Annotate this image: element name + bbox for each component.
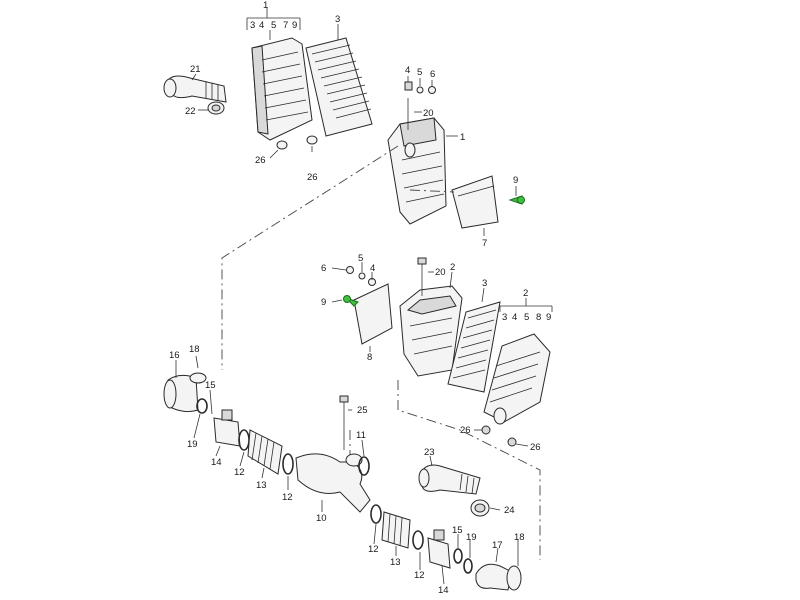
fasteners-middle <box>343 257 517 447</box>
callout-12-d: 12 <box>414 570 425 581</box>
bracket-8 <box>353 283 393 345</box>
callout-26-d: 26 <box>530 442 541 453</box>
callout-1-mid: 1 <box>460 132 465 143</box>
filter-housing-left-top <box>251 37 318 150</box>
callout-1-sub-1: 4 <box>259 20 264 31</box>
callout-3-top: 3 <box>335 14 340 25</box>
callout-10: 10 <box>316 513 327 524</box>
callout-4-mid: 4 <box>370 263 375 274</box>
callout-3-mid: 3 <box>482 278 487 289</box>
callout-6-top: 6 <box>430 69 435 80</box>
callout-18-left: 18 <box>189 344 200 355</box>
callout-22: 22 <box>185 106 196 117</box>
callout-9-top: 9 <box>513 175 518 186</box>
callout-14-left: 14 <box>211 457 222 468</box>
callout-26-b: 26 <box>307 172 318 183</box>
callout-2-sub-2: 5 <box>524 312 529 323</box>
leaders-top-right <box>407 76 517 236</box>
leaders-lower <box>175 355 519 585</box>
callout-1-top: 1 <box>263 0 268 11</box>
callout-9-mid: 9 <box>321 297 326 308</box>
intake-duct-lower <box>163 372 522 591</box>
callout-25: 25 <box>357 405 368 416</box>
callout-1-sub-3: 7 <box>283 20 288 31</box>
callout-1-sub-4: 9 <box>292 20 297 31</box>
fasteners-top <box>404 81 525 205</box>
callout-2-sub-3: 8 <box>536 312 541 323</box>
filter-housing-right-top <box>387 117 447 225</box>
callout-4-top: 4 <box>405 65 410 76</box>
callout-12-b: 12 <box>282 492 293 503</box>
callout-23: 23 <box>424 447 435 458</box>
callout-1-sub-0: 3 <box>250 20 255 31</box>
callout-24: 24 <box>504 505 515 516</box>
callout-12-c: 12 <box>368 544 379 555</box>
callout-8: 8 <box>367 352 372 363</box>
callout-2-sub-0: 3 <box>502 312 507 323</box>
filter-housing-middle <box>399 285 463 377</box>
callout-19-right: 19 <box>466 532 477 543</box>
callout-bracket-1-top <box>191 8 339 159</box>
intake-hose-top <box>163 75 227 115</box>
callout-14-right: 14 <box>438 585 449 596</box>
callout-13-left: 13 <box>256 480 267 491</box>
callout-13-right: 13 <box>390 557 401 568</box>
callout-labels: 1 3 4 5 7 9 3 21 22 26 26 4 5 6 20 1 9 7… <box>169 0 551 596</box>
callout-6-mid: 6 <box>321 263 326 274</box>
filter-element-top <box>305 37 373 137</box>
callout-15-right: 15 <box>452 525 463 536</box>
bracket-7-top <box>451 175 499 229</box>
assembly-dash-lines <box>221 145 541 560</box>
leaders-middle <box>331 262 553 447</box>
callout-17: 17 <box>492 540 503 551</box>
callout-2-right: 2 <box>523 288 528 299</box>
callout-19-left: 19 <box>187 439 198 450</box>
callout-2-sub-4: 9 <box>546 312 551 323</box>
callout-5-mid: 5 <box>358 253 363 264</box>
callout-26-a: 26 <box>255 155 266 166</box>
filter-cover-middle-right <box>483 333 551 425</box>
callout-2-sub-1: 4 <box>512 312 517 323</box>
callout-1-sub-2: 5 <box>271 20 276 31</box>
callout-5-top: 5 <box>417 67 422 78</box>
callout-21: 21 <box>190 64 201 75</box>
callout-26-c: 26 <box>460 425 471 436</box>
callout-15-left: 15 <box>205 380 216 391</box>
callout-7: 7 <box>482 238 487 249</box>
callout-12-a: 12 <box>234 467 245 478</box>
callout-11: 11 <box>356 430 366 441</box>
callout-20-mid: 20 <box>435 267 446 278</box>
callout-2-mid: 2 <box>450 262 455 273</box>
filter-element-middle <box>447 301 501 393</box>
callout-18-right: 18 <box>514 532 525 543</box>
callout-20-top: 20 <box>423 108 434 119</box>
callout-16: 16 <box>169 350 180 361</box>
